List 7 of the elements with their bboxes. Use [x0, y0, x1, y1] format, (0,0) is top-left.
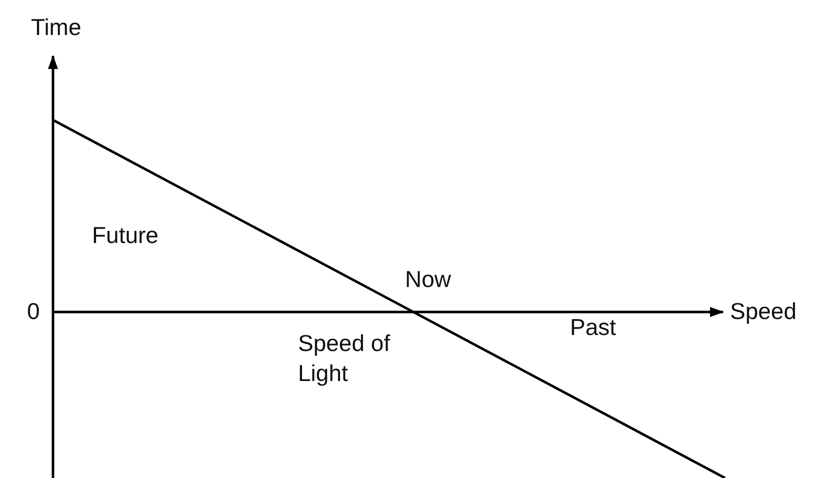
axis-tick-label: 0: [27, 298, 40, 325]
region-label: Past: [570, 314, 616, 341]
axis-title: Speed: [730, 298, 797, 325]
point-label: Now: [405, 266, 452, 293]
region-label: Future: [92, 222, 158, 249]
annotation-text: Speed of Light: [298, 329, 392, 388]
axis-title: Time: [31, 14, 82, 41]
